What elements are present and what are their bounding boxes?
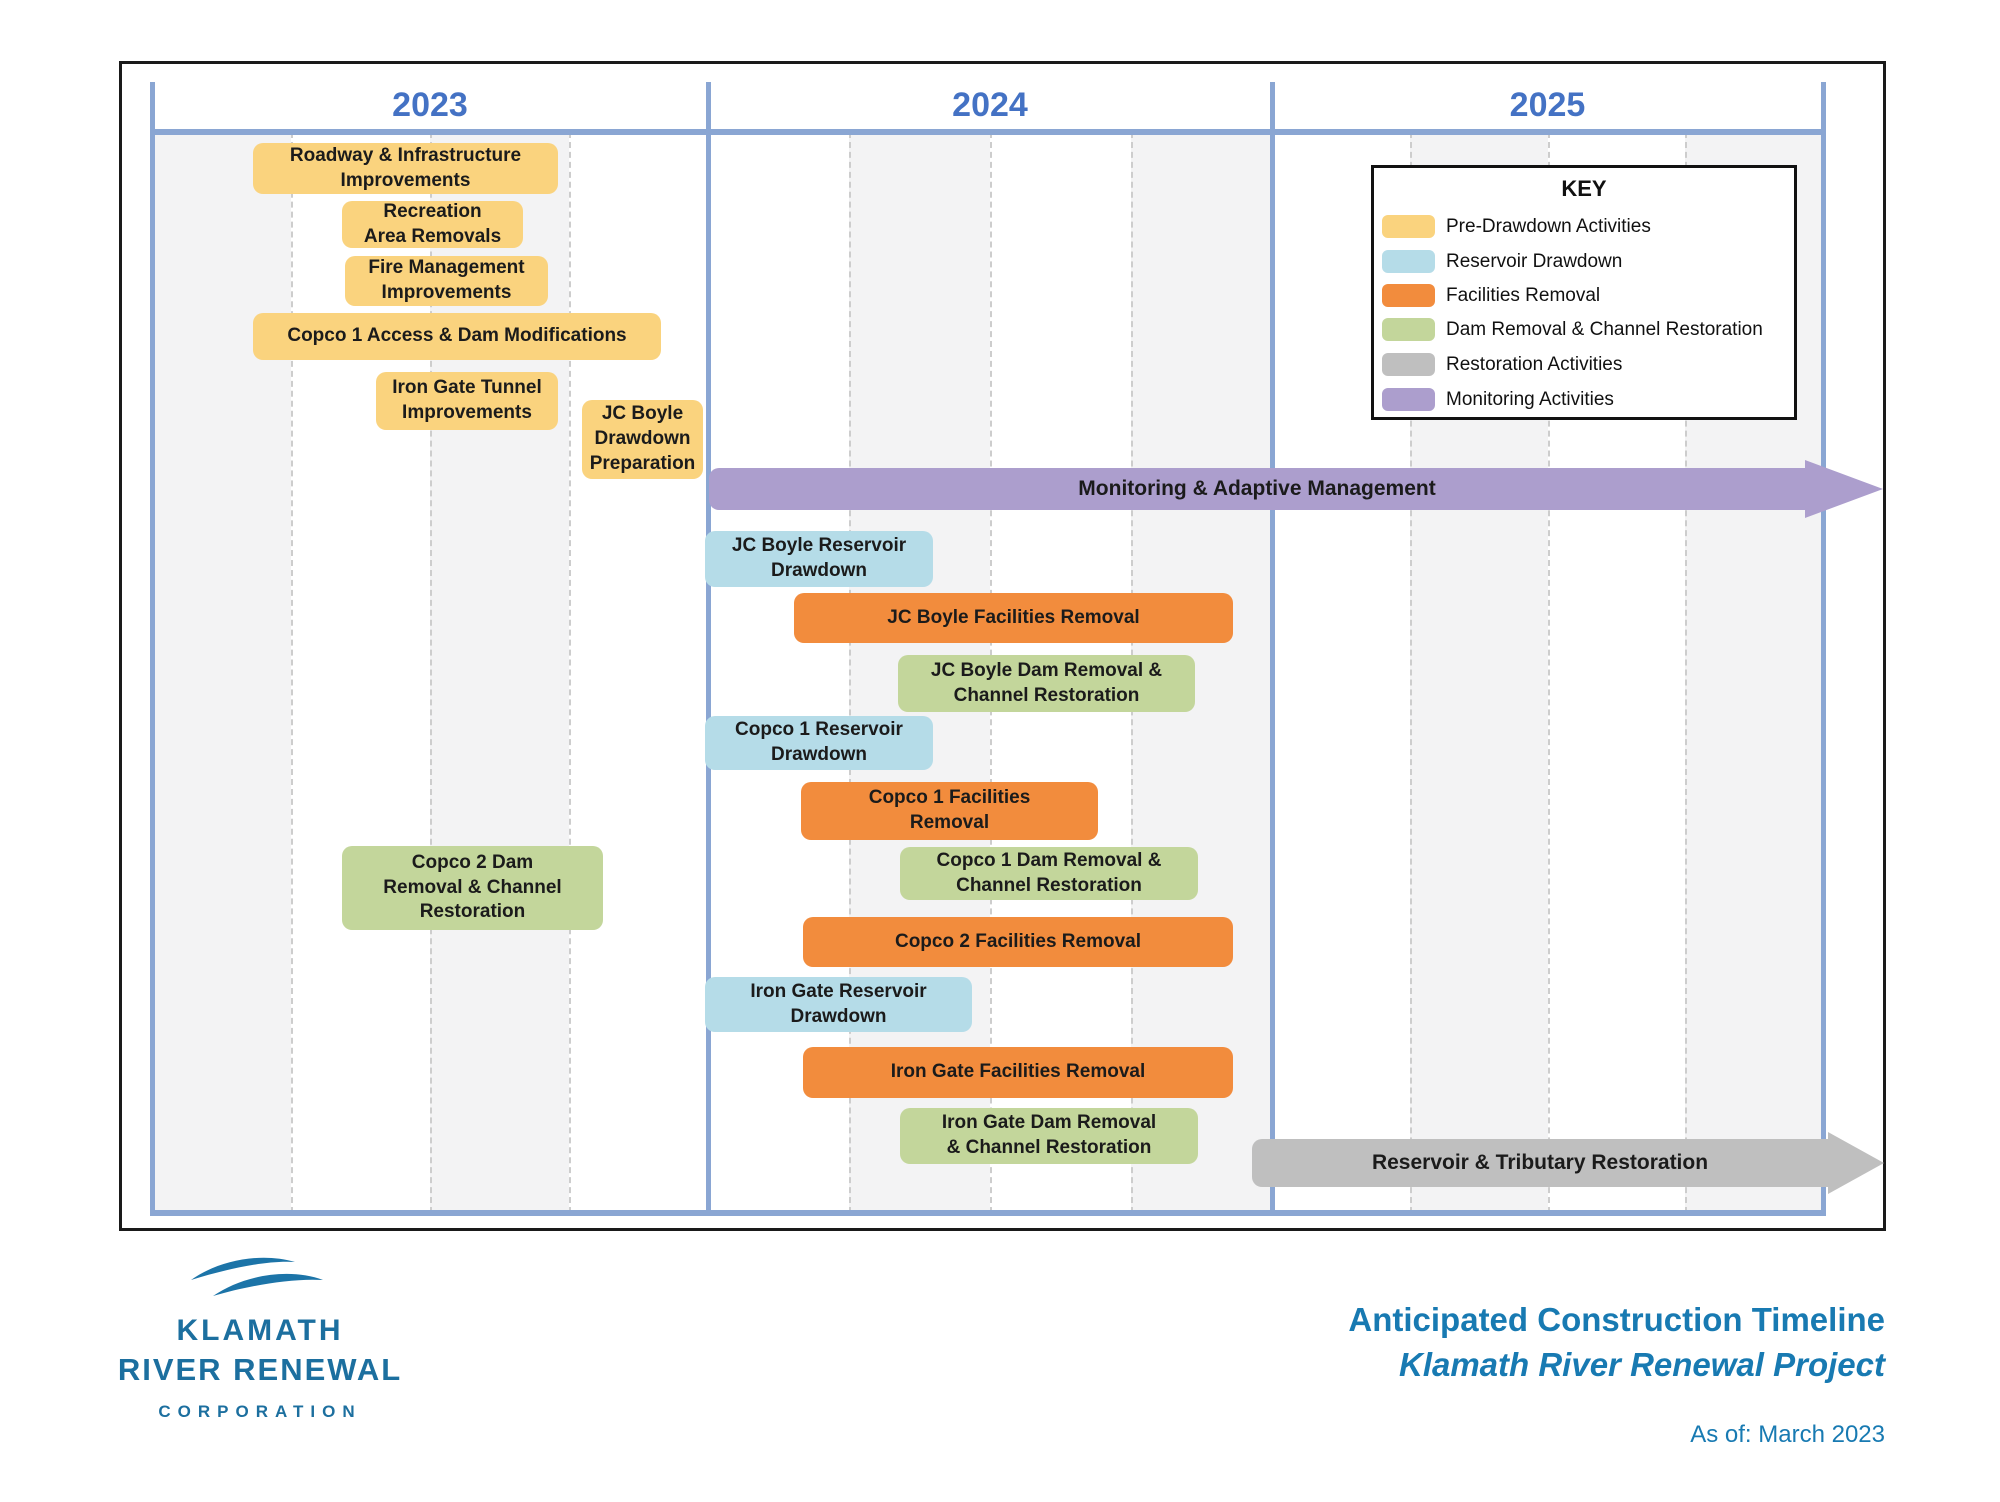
title-block: Anticipated Construction Timeline Klamat… (1348, 1301, 1885, 1449)
quarter-gridline (569, 132, 571, 1213)
year-divider (706, 82, 711, 1216)
legend-row: Restoration Activities (1374, 353, 1794, 377)
legend-row: Facilities Removal (1374, 284, 1794, 308)
task-bar-copco1-facilities-removal: Copco 1 Facilities Removal (801, 782, 1098, 840)
year-label-2024: 2024 (952, 85, 1028, 124)
year-label-2023: 2023 (392, 85, 468, 124)
legend-row: Dam Removal & Channel Restoration (1374, 318, 1794, 342)
legend-label: Facilities Removal (1446, 285, 1601, 306)
legend-row: Reservoir Drawdown (1374, 250, 1794, 274)
logo-text-corporation: CORPORATION (158, 1402, 362, 1421)
logo-text-river-renewal: RIVER RENEWAL (117, 1352, 403, 1387)
page-title: Anticipated Construction Timeline (1348, 1301, 1885, 1338)
reservoir-tributary-restoration-arrow (1252, 1139, 1828, 1187)
task-bar-roadway-infrastructure-improvements: Roadway & Infrastructure Improvements (253, 143, 558, 194)
legend-label: Pre-Drawdown Activities (1446, 216, 1651, 237)
quarter-gridline (430, 132, 432, 1213)
quarter-stripe (430, 132, 569, 1213)
legend-row: Monitoring Activities (1374, 388, 1794, 412)
task-bar-jc-boyle-reservoir-drawdown: JC Boyle Reservoir Drawdown (705, 531, 933, 587)
task-bar-jc-boyle-drawdown-preparation: JC Boyle Drawdown Preparation (582, 400, 703, 479)
quarter-gridline (1409, 132, 1412, 1213)
waves-icon (191, 1257, 323, 1296)
task-bar-copco2-dam-removal: Copco 2 Dam Removal & Channel Restoratio… (342, 846, 603, 930)
reservoir-tributary-restoration-label: Reservoir & Tributary Restoration (1371, 1151, 1709, 1174)
monitoring-adaptive-management-arrow-head-icon (1805, 460, 1883, 518)
legend-label: Reservoir Drawdown (1446, 251, 1623, 272)
legend-swatch-monitoring (1382, 388, 1435, 411)
task-bar-copco1-access-dam-modifications: Copco 1 Access & Dam Modifications (253, 313, 661, 360)
timeline-header-line (152, 129, 1823, 135)
logo-text-klamath: KLAMATH (176, 1314, 344, 1347)
quarter-gridline (1547, 132, 1550, 1213)
legend-swatch-dam_removal (1382, 318, 1435, 341)
task-bar-iron-gate-tunnel-improvements: Iron Gate Tunnel Improvements (376, 372, 558, 430)
task-bar-fire-management-improvements: Fire Management Improvements (345, 256, 548, 306)
legend-swatch-pre_drawdown (1382, 215, 1435, 238)
task-bar-copco1-reservoir-drawdown: Copco 1 Reservoir Drawdown (705, 716, 933, 770)
task-bar-jc-boyle-facilities-removal: JC Boyle Facilities Removal (794, 593, 1233, 643)
task-bar-copco1-dam-removal: Copco 1 Dam Removal & Channel Restoratio… (900, 847, 1198, 900)
as-of-date: As of: March 2023 (1690, 1421, 1885, 1448)
reservoir-tributary-restoration-arrow-head-icon (1828, 1132, 1884, 1194)
legend-swatch-facilities_removal (1382, 284, 1435, 307)
year-divider (1270, 82, 1275, 1216)
task-bar-copco2-facilities-removal: Copco 2 Facilities Removal (803, 917, 1233, 967)
timeline-right-edge (1821, 82, 1826, 1216)
task-bar-iron-gate-reservoir-drawdown: Iron Gate Reservoir Drawdown (705, 977, 972, 1032)
legend-swatch-restoration (1382, 353, 1435, 376)
task-bar-iron-gate-dam-removal: Iron Gate Dam Removal & Channel Restorat… (900, 1108, 1198, 1164)
timeline-bottom-line (152, 1210, 1823, 1216)
quarter-gridline (1685, 132, 1688, 1213)
legend-title: KEY (1561, 176, 1607, 201)
monitoring-adaptive-management-label: Monitoring & Adaptive Management (1078, 477, 1436, 500)
monitoring-adaptive-management-arrow (709, 468, 1805, 510)
task-bar-recreation-area-removals: Recreation Area Removals (342, 201, 523, 248)
quarter-gridline (849, 132, 851, 1213)
quarter-gridline (291, 132, 293, 1213)
legend-swatch-reservoir_drawdown (1382, 250, 1435, 273)
quarter-stripe (152, 132, 291, 1213)
year-label-2025: 2025 (1509, 85, 1586, 124)
legend-label: Monitoring Activities (1446, 389, 1614, 410)
legend-label: Dam Removal & Channel Restoration (1446, 319, 1763, 340)
page-subtitle: Klamath River Renewal Project (1398, 1346, 1885, 1383)
task-bar-iron-gate-facilities-removal: Iron Gate Facilities Removal (803, 1047, 1233, 1098)
task-bar-jc-boyle-dam-removal: JC Boyle Dam Removal & Channel Restorati… (898, 655, 1195, 712)
timeline-left-edge (150, 82, 155, 1216)
legend-row: Pre-Drawdown Activities (1374, 215, 1794, 239)
legend-label: Restoration Activities (1446, 354, 1623, 375)
